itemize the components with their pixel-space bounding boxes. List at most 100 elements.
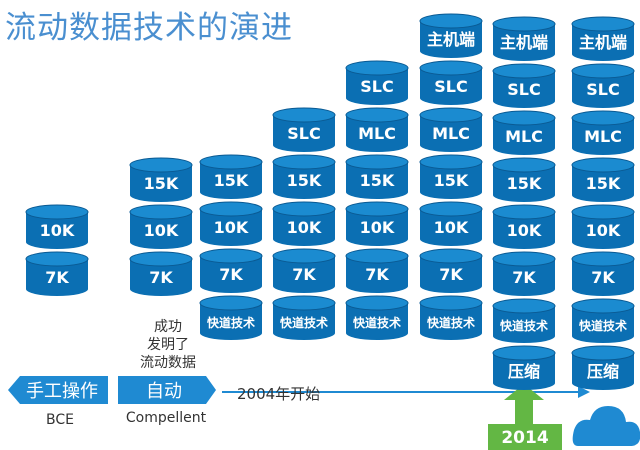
disk-label: 7K xyxy=(512,268,536,287)
disk-label: 7K xyxy=(292,265,316,284)
disk-label: 15K xyxy=(434,171,469,190)
disk-label: SLC xyxy=(360,77,393,96)
disk-1-1: 10K xyxy=(129,204,193,249)
disk-7-3: 10K xyxy=(571,204,635,249)
disk-label: 15K xyxy=(586,174,621,193)
disk-0-1: 10K xyxy=(25,204,89,249)
disk-label: 7K xyxy=(439,265,463,284)
year-label: 2014 xyxy=(501,428,548,448)
disk-6-6: SLC xyxy=(492,63,556,108)
disk-label: 快道技术 xyxy=(579,318,627,333)
note-line-1: 成功 xyxy=(154,319,182,335)
disk-6-3: 10K xyxy=(492,204,556,249)
disk-label: 10K xyxy=(586,221,621,240)
auto-stage-label: 自动 xyxy=(146,381,182,402)
manual-stage-sub: BCE xyxy=(46,412,74,428)
disk-3-4: SLC xyxy=(272,107,336,152)
disk-label: 主机端 xyxy=(500,33,548,52)
disk-label: SLC xyxy=(507,80,540,99)
disk-label: 15K xyxy=(214,171,249,190)
disk-7-6: SLC xyxy=(571,63,635,108)
disk-label: 10K xyxy=(360,218,395,237)
disk-5-1: 7K xyxy=(419,248,483,293)
disk-6-4: 15K xyxy=(492,157,556,202)
disk-label: MLC xyxy=(584,127,622,146)
disk-label: 10K xyxy=(287,218,322,237)
disk-label: MLC xyxy=(358,124,396,143)
disk-4-2: 10K xyxy=(345,201,409,246)
disk-stacks: 7K10K7K10K15K快道技术7K10K15K快道技术7K10K15KSLC… xyxy=(25,13,635,390)
disk-label: SLC xyxy=(287,124,320,143)
disk-6-2: 7K xyxy=(492,251,556,296)
disk-6-5: MLC xyxy=(492,110,556,155)
disk-1-2: 15K xyxy=(129,157,193,202)
disk-3-2: 10K xyxy=(272,201,336,246)
disk-2-2: 10K xyxy=(199,201,263,246)
disk-0-0: 7K xyxy=(25,251,89,296)
disk-label: 7K xyxy=(45,268,69,287)
disk-label: 10K xyxy=(144,221,179,240)
disk-label: 主机端 xyxy=(579,33,627,52)
disk-5-3: 15K xyxy=(419,154,483,199)
disk-7-2: 7K xyxy=(571,251,635,296)
manual-stage-tag: 手工操作 xyxy=(8,376,108,404)
disk-label: MLC xyxy=(505,127,543,146)
disk-label: 10K xyxy=(434,218,469,237)
disk-label: 主机端 xyxy=(427,30,475,49)
disk-5-4: MLC xyxy=(419,107,483,152)
disk-2-1: 7K xyxy=(199,248,263,293)
disk-6-7: 主机端 xyxy=(492,16,556,61)
disk-5-0: 快道技术 xyxy=(419,295,483,340)
disk-label: 快道技术 xyxy=(280,315,328,330)
disk-6-1: 快道技术 xyxy=(492,298,556,343)
auto-stage-tag: 自动 xyxy=(118,376,216,404)
note-line-2: 发明了 xyxy=(147,337,189,353)
disk-1-0: 7K xyxy=(129,251,193,296)
disk-7-5: MLC xyxy=(571,110,635,155)
disk-label: 压缩 xyxy=(587,362,619,381)
disk-label: SLC xyxy=(434,77,467,96)
disk-7-4: 15K xyxy=(571,157,635,202)
disk-label: 快道技术 xyxy=(353,315,401,330)
disk-label: 10K xyxy=(40,221,75,240)
disk-label: MLC xyxy=(432,124,470,143)
disk-3-0: 快道技术 xyxy=(272,295,336,340)
disk-3-3: 15K xyxy=(272,154,336,199)
disk-label: 快道技术 xyxy=(207,315,255,330)
disk-label: 快道技术 xyxy=(427,315,475,330)
disk-label: 15K xyxy=(360,171,395,190)
disk-4-5: SLC xyxy=(345,60,409,105)
disk-label: 15K xyxy=(287,171,322,190)
start-year-label: 2004年开始 xyxy=(237,385,321,403)
note-line-3: 流动数据 xyxy=(140,355,196,371)
disk-6-0: 压缩 xyxy=(492,345,556,390)
manual-stage-label: 手工操作 xyxy=(26,381,98,402)
disk-label: 10K xyxy=(507,221,542,240)
auto-stage-sub: Compellent xyxy=(125,410,207,426)
disk-label: 7K xyxy=(149,268,173,287)
disk-5-2: 10K xyxy=(419,201,483,246)
year-2014-badge: 2014 xyxy=(488,384,562,450)
disk-label: 15K xyxy=(507,174,542,193)
disk-label: 7K xyxy=(365,265,389,284)
disk-label: 压缩 xyxy=(508,362,540,381)
disk-2-0: 快道技术 xyxy=(199,295,263,340)
cloud-icon xyxy=(572,406,640,446)
disk-label: 15K xyxy=(144,174,179,193)
disk-4-1: 7K xyxy=(345,248,409,293)
disk-4-4: MLC xyxy=(345,107,409,152)
disk-label: SLC xyxy=(586,80,619,99)
disk-5-5: SLC xyxy=(419,60,483,105)
disk-label: 7K xyxy=(591,268,615,287)
disk-7-7: 主机端 xyxy=(571,16,635,61)
disk-7-1: 快道技术 xyxy=(571,298,635,343)
disk-3-1: 7K xyxy=(272,248,336,293)
page-title: 流动数据技术的演进 xyxy=(5,10,293,46)
disk-2-3: 15K xyxy=(199,154,263,199)
disk-4-3: 15K xyxy=(345,154,409,199)
disk-5-6: 主机端 xyxy=(419,13,483,58)
disk-7-0: 压缩 xyxy=(571,345,635,390)
disk-label: 快道技术 xyxy=(500,318,548,333)
